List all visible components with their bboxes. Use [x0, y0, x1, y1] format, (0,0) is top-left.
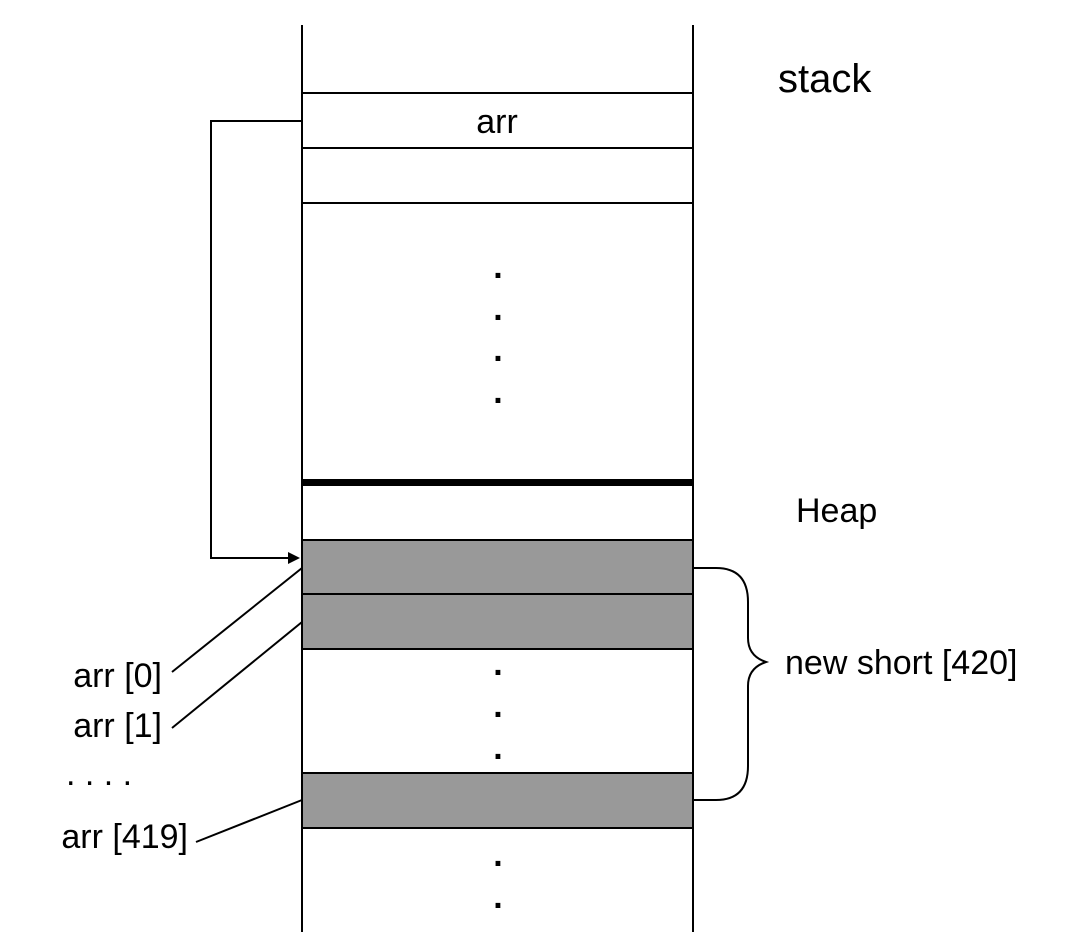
leader-line-element-419	[195, 799, 303, 843]
ellipsis-dot: .	[493, 878, 502, 916]
element-label-first: arr [0]	[73, 657, 162, 695]
stack-cell-empty	[301, 147, 694, 204]
heap-title: Heap	[796, 492, 877, 530]
heap-tail-ellipsis: . .	[493, 836, 502, 916]
element-label-last: arr [419]	[61, 818, 188, 856]
heap-cell-element-1	[301, 593, 694, 650]
element-label-ellipsis: . . . .	[66, 755, 132, 793]
ellipsis-dot: .	[493, 290, 502, 328]
allocation-label: new short [420]	[785, 644, 1017, 682]
ellipsis-dot: .	[493, 248, 502, 286]
ellipsis-dot: .	[493, 645, 502, 683]
stack-title: stack	[778, 57, 872, 101]
ellipsis-dot: .	[493, 836, 502, 874]
ellipsis-dot: .	[493, 687, 502, 725]
ellipsis-dot: .	[493, 729, 502, 767]
array-brace	[694, 567, 770, 801]
element-label-second: arr [1]	[73, 707, 162, 745]
leader-line-element-0	[171, 567, 303, 673]
leader-line-element-1	[171, 621, 303, 729]
heap-cell-element-0	[301, 539, 694, 595]
stack-ellipsis: . . . .	[493, 248, 502, 411]
heap-array-ellipsis: . . .	[493, 645, 502, 767]
heap-cell-empty	[301, 484, 694, 541]
ellipsis-dot: .	[493, 373, 502, 411]
ellipsis-dot: .	[493, 331, 502, 369]
heap-cell-element-419	[301, 772, 694, 829]
reference-arrow	[210, 120, 302, 564]
stack-slot-label: arr	[476, 103, 518, 141]
